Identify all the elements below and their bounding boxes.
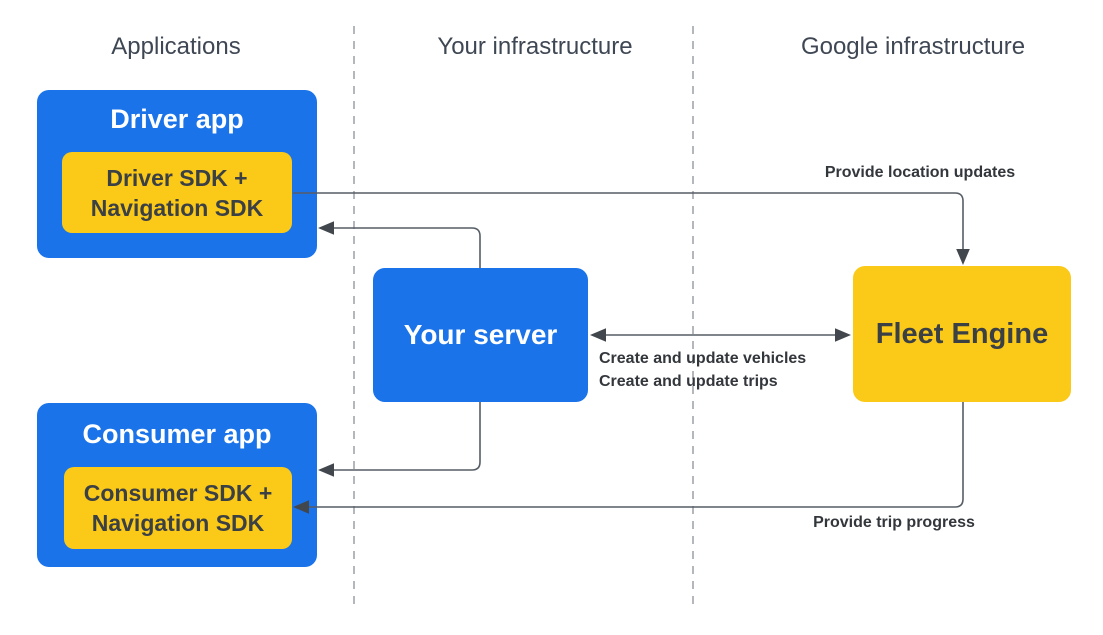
arrowhead-left-icon (318, 463, 334, 477)
column-header-applications: Applications (111, 33, 241, 60)
node-fleet-engine: Fleet Engine (853, 266, 1071, 402)
node-your-server: Your server (373, 268, 588, 402)
driver-sdk-line1: Driver SDK + (106, 164, 248, 191)
column-header-google-infrastructure: Google infrastructure (800, 33, 1026, 60)
driver-sdk-line2: Navigation SDK (90, 194, 264, 221)
arrow-driver-sdk-to-fleet-engine-line (293, 192, 964, 250)
arrow-your-server-to-consumer-app (318, 402, 481, 477)
arrow-your-server-to-consumer-app-line (333, 402, 481, 471)
arrow-driver-sdk-to-fleet-engine (293, 192, 970, 265)
column-header-your-infrastructure: Your infrastructure (437, 33, 633, 60)
consumer-app-title: Consumer app (82, 419, 272, 449)
node-driver-app: Driver app Driver SDK + Navigation SDK (37, 90, 317, 258)
node-driver-sdk: Driver SDK + Navigation SDK (62, 152, 292, 233)
edge-label-provide-trip-progress: Provide trip progress (813, 514, 975, 531)
arrow-your-server-to-driver-app-line (333, 227, 481, 268)
arrow-your-server-fleet-engine-bidirectional (590, 328, 851, 342)
arrowhead-right-icon (835, 328, 851, 342)
arrow-fleet-engine-to-consumer-sdk (293, 402, 964, 514)
arrow-your-server-to-driver-app (318, 221, 481, 268)
arrow-fleet-engine-to-consumer-sdk-line (308, 402, 964, 508)
arrowhead-left-icon (590, 328, 606, 342)
arrowhead-down-icon (956, 249, 970, 265)
driver-app-title: Driver app (110, 104, 244, 134)
your-server-title: Your server (403, 319, 558, 350)
node-consumer-app: Consumer app Consumer SDK + Navigation S… (37, 403, 317, 567)
consumer-sdk-line1: Consumer SDK + (83, 480, 273, 506)
fleet-engine-title: Fleet Engine (875, 318, 1049, 350)
edge-label-create-and-update-vehicles: Create and update vehicles (599, 350, 807, 367)
node-consumer-sdk: Consumer SDK + Navigation SDK (64, 467, 292, 549)
edge-label-provide-location-updates: Provide location updates (824, 164, 1016, 181)
consumer-sdk-line2: Navigation SDK (91, 510, 265, 536)
arrowhead-left-icon (318, 221, 334, 235)
edge-label-create-and-update-trips: Create and update trips (599, 373, 778, 390)
